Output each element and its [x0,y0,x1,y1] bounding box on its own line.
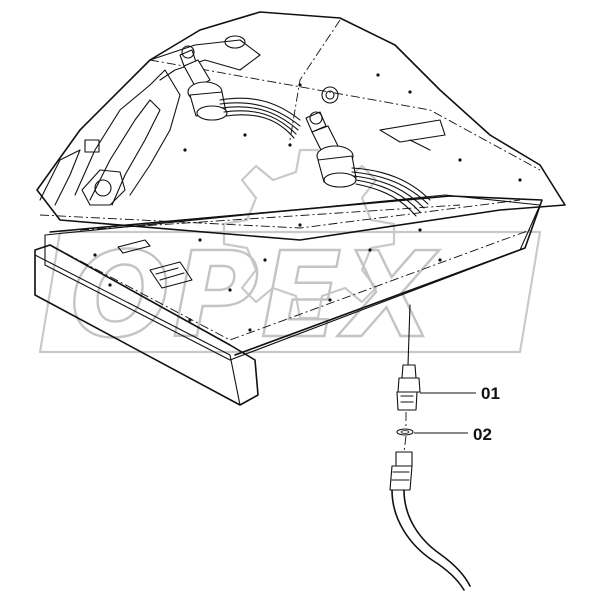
boom-pivot [81,169,126,206]
frame-rib-mid [39,149,81,206]
watermark-banner [38,230,542,354]
frame-rib-upper [149,39,261,81]
pressure-switch-01 [401,364,417,379]
switch-lead-wire [407,304,411,366]
hose-bundle-left [219,97,301,139]
frame-centerline-3 [289,19,341,141]
floor-plate-outline [49,195,543,356]
floor-front-lip [34,244,259,406]
pressure-switch-assembly [389,304,471,591]
callout-01-group: 01 [420,384,500,403]
frame-outline [36,11,566,241]
frame-block [84,139,100,153]
floor-plate [34,194,543,406]
machine-frame [36,11,566,241]
floor-plate-edge-dash [49,229,531,341]
boom-arm-left [74,69,181,196]
boom-arm-inner [89,99,161,206]
callout-02-group: 02 [414,425,492,444]
pilot-valve-left [179,45,228,121]
frame-centerline-2 [149,59,541,171]
pilot-valve-right [305,111,357,188]
o-ring-02 [396,428,414,436]
frame-fittings [183,73,522,182]
floor-plate-inner-dash [79,204,461,231]
pilot-hose [391,489,465,591]
boom-pivot-hole [94,179,112,197]
watermark: OPEX [38,148,542,365]
adapter-fitting [395,451,413,467]
floor-front-lip-edge [34,254,241,406]
access-panel [117,239,151,254]
frame-hole [224,35,246,49]
watermark-gear [222,148,396,320]
switch-plate [149,261,193,289]
callout-01-label: 01 [481,384,500,403]
callout-02-label: 02 [473,425,492,444]
frame-centerline-1 [39,199,521,229]
watermark-text: OPEX [70,226,439,364]
